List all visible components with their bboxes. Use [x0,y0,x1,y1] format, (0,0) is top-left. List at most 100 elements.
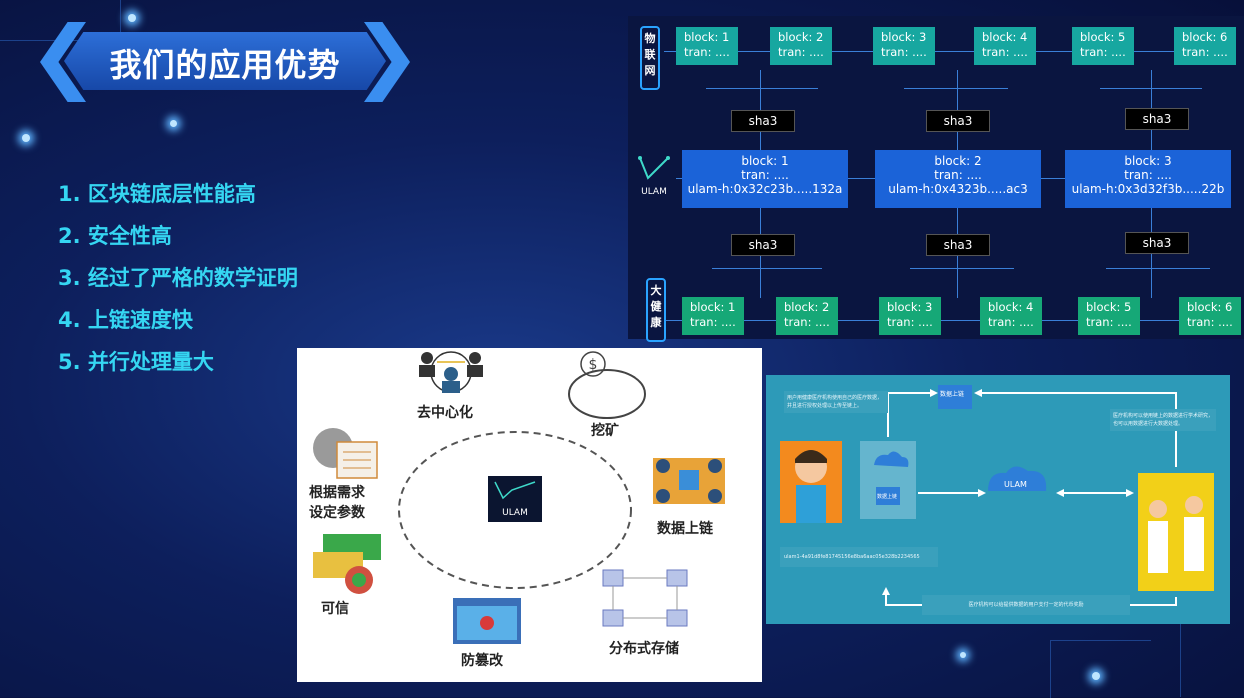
feature-params-line1: 根据需求 [309,485,365,501]
block-number: block: 1 [684,30,730,44]
sha3-label: sha3 [731,234,795,256]
page-title: 我们的应用优势 [109,46,341,84]
advantage-item: 3. 经过了严格的数学证明 [58,266,298,290]
iot-tag: 物联网 [640,26,660,90]
flow-note-reward: 医疗机构可以给提供数据的用户支付一定的代币奖励 [922,595,1130,615]
data-flow-diagram: 用户用健康医疗机构使用自己的医疗数据，并且进行授权处理以上传至链上。 医疗机构可… [766,375,1230,624]
block-tran: tran: .... [684,45,730,59]
sha3-label: sha3 [926,110,990,132]
glow-dot [22,134,30,142]
block-tran: tran: .... [934,168,982,182]
block-number: block: 2 [784,300,830,314]
features-graphics: ULAM $ [313,351,725,644]
glow-dot [1092,672,1100,680]
feature-params-line2: 设定参数 [309,505,365,521]
block-tran: tran: .... [690,315,736,329]
flow-hash-text: ulam1-4a91d8fe81745156e8ba6aac05e328b223… [780,547,938,567]
connector-line [1100,88,1202,89]
circuit-line [1180,620,1244,697]
block-number: block: 1 [690,300,736,314]
advantage-item: 1. 区块链底层性能高 [58,182,256,206]
svg-text:$: $ [589,357,598,373]
sha3-label: sha3 [926,234,990,256]
connector-line [664,51,1234,52]
sha3-label: sha3 [1125,108,1189,130]
connector-line [1106,268,1210,269]
advantage-item: 2. 安全性高 [58,224,172,248]
glow-dot [960,652,966,658]
block-number: block: 1 [741,154,789,168]
block-number: block: 6 [1187,300,1233,314]
block-number: block: 6 [1182,30,1228,44]
flow-ulam-label: ULAM [1004,480,1027,489]
connector-line [712,268,822,269]
connector-line [904,88,1008,89]
block-hash: ulam-h:0x3d32f3b.....22b [1071,182,1225,196]
block-tran: tran: .... [982,45,1028,59]
block-number: block: 5 [1086,300,1132,314]
block-tran: tran: .... [1182,45,1228,59]
feature-decentralized: 去中心化 [417,405,473,421]
advantages-list: 1. 区块链底层性能高 2. 安全性高 3. 经过了严格的数学证明 4. 上链速… [58,178,298,388]
block-tran: tran: .... [784,315,830,329]
block-tran: tran: .... [778,45,824,59]
ulam-logo-icon: ULAM [638,156,670,197]
flow-note-user: 用户用健康医疗机构使用自己的医疗数据，并且进行授权处理以上传至链上。 [784,391,888,413]
block-hash: ulam-h:0x4323b.....ac3 [888,182,1028,196]
flow-upload-label: 数据上链 [877,494,898,500]
block-number: block: 5 [1080,30,1126,44]
block-tran: tran: .... [1086,315,1132,329]
block-tran: tran: .... [1080,45,1126,59]
feature-trusted: 可信 [321,601,349,617]
feature-distributed-storage: 分布式存储 [609,641,679,657]
block-number: block: 3 [881,30,927,44]
flow-data-chain-label: 数据上链 [940,391,965,398]
glow-dot [128,14,136,22]
block-hash: ulam-h:0x32c23b.....132a [687,182,843,196]
block-tran: tran: .... [1124,168,1172,182]
block-number: block: 2 [934,154,982,168]
connector-line [706,88,818,89]
feature-data-onchain: 数据上链 [657,521,713,537]
block-number: block: 2 [778,30,824,44]
glow-dot [170,120,177,127]
flow-graphics [780,385,1214,606]
connector-line [664,320,1234,321]
advantage-item: 5. 并行处理量大 [58,350,214,374]
block-tran: tran: .... [741,168,789,182]
block-tran: tran: .... [881,45,927,59]
sha3-label: sha3 [731,110,795,132]
title-banner: 我们的应用优势 [40,22,410,102]
features-center-logo: ULAM [502,508,528,518]
block-tran: tran: .... [1187,315,1233,329]
flow-note-hospital: 医疗机构可以使用链上的数据进行学术研究，也可以用数据进行大数据处理。 [1110,409,1216,431]
block-number: block: 4 [982,30,1028,44]
block-number: block: 4 [988,300,1034,314]
features-diagram: ULAM $ 去中心化 挖矿 根据 [297,348,762,682]
advantage-item: 4. 上链速度快 [58,308,193,332]
block-tran: tran: .... [887,315,933,329]
banner-plate [64,32,386,90]
sha3-label: sha3 [1125,232,1189,254]
connector-line [910,268,1014,269]
block-tran: tran: .... [988,315,1034,329]
health-tag: 大健康 [646,278,666,342]
feature-mining: 挖矿 [591,423,619,439]
ulam-logo-text: ULAM [641,187,667,197]
circuit-line [1050,640,1151,698]
